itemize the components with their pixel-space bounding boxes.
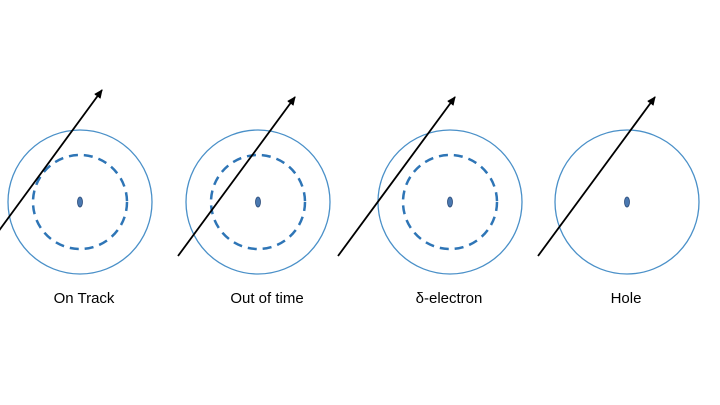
panel-on-track bbox=[0, 89, 153, 275]
tube-outline bbox=[185, 129, 331, 275]
tube-outline bbox=[7, 129, 153, 275]
panel-out-of-time bbox=[177, 96, 331, 275]
panel-delta-electron bbox=[337, 96, 523, 275]
track-arrow bbox=[177, 96, 296, 257]
tube-outline bbox=[554, 129, 700, 275]
drift-circle bbox=[401, 153, 499, 251]
label-on-track: On Track bbox=[53, 290, 115, 307]
track-arrow bbox=[0, 89, 103, 231]
anode-wire bbox=[77, 196, 83, 208]
anode-wire bbox=[447, 196, 453, 208]
anode-wire bbox=[255, 196, 261, 208]
anode-wire bbox=[624, 196, 630, 208]
drift-circle bbox=[209, 153, 307, 251]
label-hole: Hole bbox=[610, 290, 642, 307]
label-delta-electron: δ-electron bbox=[415, 290, 483, 307]
track-arrow bbox=[537, 96, 656, 257]
panel-hole bbox=[537, 96, 700, 275]
drift-circle bbox=[31, 153, 129, 251]
label-out-of-time: Out of time bbox=[230, 290, 304, 307]
track-arrow bbox=[337, 96, 456, 257]
